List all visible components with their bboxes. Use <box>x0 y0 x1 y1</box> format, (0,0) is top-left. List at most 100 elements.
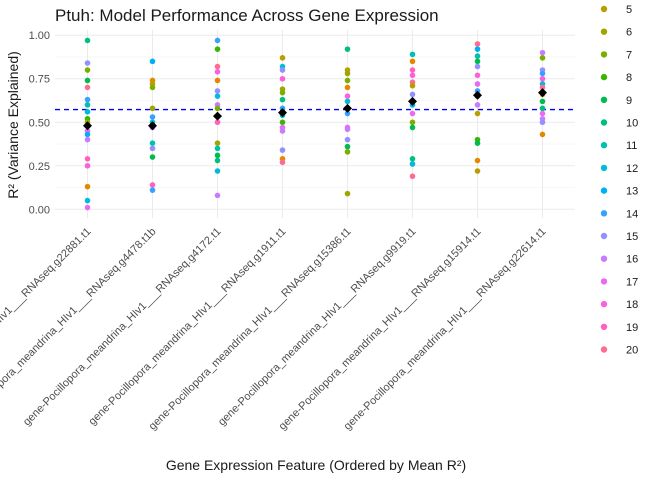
grid <box>55 30 575 218</box>
data-point <box>474 41 481 47</box>
data-point <box>279 75 286 82</box>
y-tick-label: 1.00 <box>29 30 50 42</box>
data-point <box>409 51 416 58</box>
data-point <box>344 84 351 91</box>
data-point <box>474 81 481 87</box>
y-tick-labels: 0.000.250.500.751.00 <box>29 30 50 216</box>
legend-key <box>600 51 608 58</box>
data-point <box>84 37 91 44</box>
data-point <box>474 110 481 117</box>
data-point <box>539 49 546 56</box>
legend-label: 10 <box>626 118 638 130</box>
data-point <box>279 147 286 153</box>
data-point <box>84 162 91 169</box>
mean-marker <box>278 108 287 118</box>
legend-label: 19 <box>626 322 638 334</box>
data-point <box>539 98 546 105</box>
mean-marker <box>343 103 352 113</box>
y-axis-title: R² (Variance Explained) <box>5 51 21 199</box>
legend-key <box>600 300 608 308</box>
data-point <box>149 105 156 112</box>
mean-marker <box>408 96 417 106</box>
data-point <box>344 98 351 105</box>
data-point <box>474 53 481 59</box>
legend-key <box>600 5 608 13</box>
legend-key <box>600 73 608 81</box>
data-point <box>279 159 286 166</box>
data-point <box>214 37 221 44</box>
data-point <box>84 156 91 162</box>
data-point <box>409 82 416 89</box>
mean-marker <box>148 121 157 131</box>
data-point <box>539 55 546 61</box>
data-point <box>214 93 221 99</box>
data-point <box>279 89 286 96</box>
data-point <box>409 173 416 180</box>
data-point <box>474 140 481 146</box>
data-point <box>214 63 221 70</box>
data-point <box>344 46 351 52</box>
legend-label: 7 <box>626 49 632 61</box>
data-point <box>279 96 286 103</box>
data-point <box>474 63 481 70</box>
data-point <box>149 84 156 91</box>
data-point <box>84 96 91 103</box>
legend-key <box>600 187 608 194</box>
legend-label: 11 <box>626 140 637 152</box>
legend-key <box>600 346 608 353</box>
data-point <box>474 46 481 52</box>
y-tick-label: 0.50 <box>29 117 50 129</box>
y-tick-label: 0.00 <box>29 204 50 216</box>
legend-key <box>600 210 608 217</box>
data-point <box>344 136 351 143</box>
legend-label: 16 <box>626 254 638 266</box>
data-point <box>214 152 221 159</box>
data-point <box>279 128 286 134</box>
data-point <box>84 183 91 190</box>
legend-label: 5 <box>626 4 632 16</box>
data-point <box>84 67 91 73</box>
legend-key <box>600 142 608 149</box>
legend-key <box>600 164 608 172</box>
data-point <box>214 119 221 126</box>
data-point <box>344 149 351 155</box>
data-point <box>539 110 546 117</box>
mean-marker <box>213 111 222 121</box>
mean-marker <box>538 88 547 98</box>
data-point <box>84 204 91 211</box>
legend-label: 20 <box>626 345 638 357</box>
legend-key <box>600 232 608 240</box>
data-point <box>214 157 221 164</box>
data-point <box>214 46 221 52</box>
legend-label: 15 <box>626 231 638 243</box>
data-point <box>539 70 546 77</box>
legend-key <box>600 278 608 285</box>
data-point <box>409 110 416 117</box>
data-point <box>409 124 416 131</box>
data-point <box>474 102 481 108</box>
data-point <box>214 145 221 152</box>
data-point <box>539 105 546 112</box>
data-point <box>214 77 221 84</box>
data-point <box>409 91 416 98</box>
data-point <box>409 58 416 65</box>
legend-label: 14 <box>626 208 638 220</box>
data-point <box>474 157 481 164</box>
data-point <box>149 114 156 120</box>
data-point <box>409 156 416 162</box>
data-point <box>149 145 156 152</box>
legend-label: 13 <box>626 186 638 198</box>
data-point <box>344 126 351 133</box>
legend-label: 17 <box>626 276 638 288</box>
data-point <box>409 119 416 126</box>
legend-label: 6 <box>626 27 632 39</box>
chart-title: Ptuh: Model Performance Across Gene Expr… <box>55 6 439 25</box>
data-point <box>344 110 351 117</box>
data-point <box>214 88 221 94</box>
data-point <box>344 77 351 84</box>
data-point <box>214 168 221 174</box>
legend-label: 9 <box>626 95 632 107</box>
data-point <box>84 197 91 204</box>
data-point <box>279 119 286 126</box>
data-point <box>84 109 91 115</box>
